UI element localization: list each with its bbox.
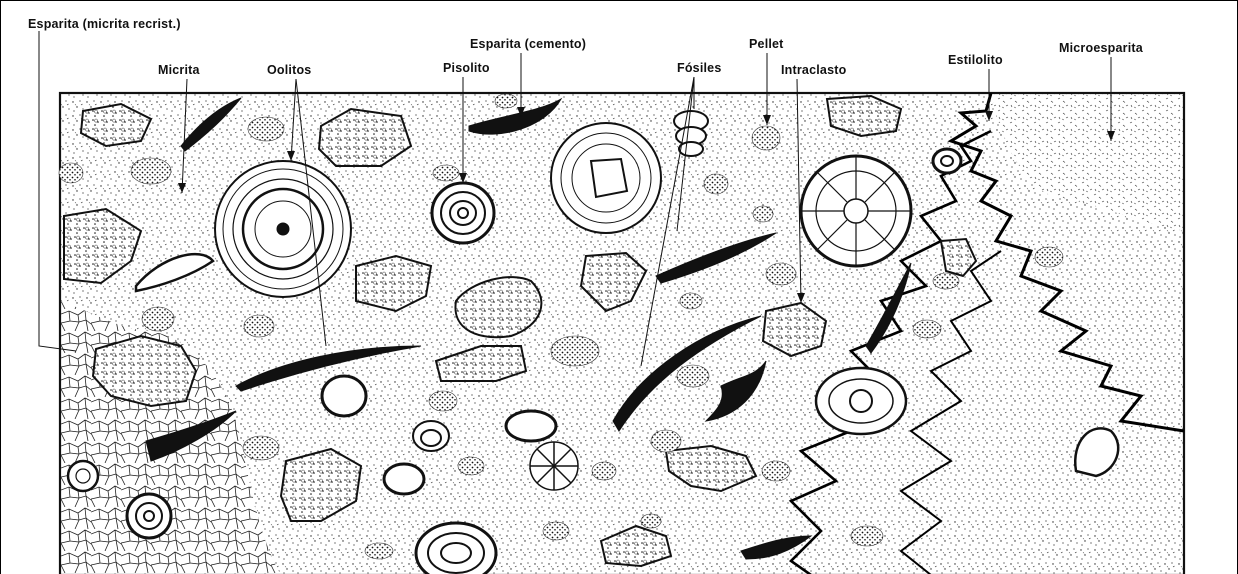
pisolite-bottom: [416, 523, 496, 574]
oolite-radial: [801, 156, 911, 266]
oolite-cement: [551, 123, 661, 233]
oolite-large: [215, 161, 351, 297]
oolite-right: [816, 368, 906, 434]
pisolite: [432, 183, 494, 243]
oolite-radial-small: [530, 442, 578, 490]
